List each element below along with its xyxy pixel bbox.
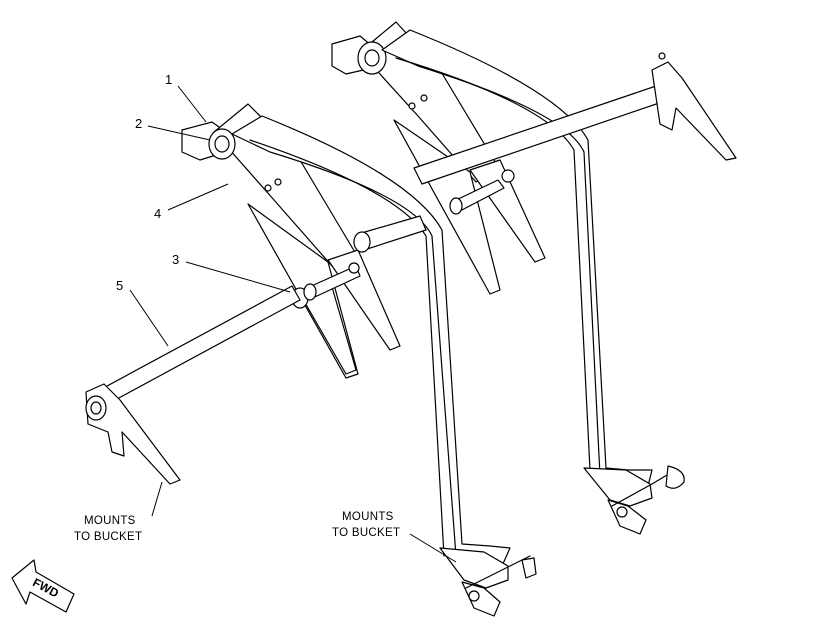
forward-arrow-icon: FWD bbox=[11, 559, 75, 613]
callout-1: 1 bbox=[165, 72, 207, 123]
note-line: TO BUCKET bbox=[74, 531, 142, 543]
note-line: TO BUCKET bbox=[332, 527, 400, 539]
note-line: MOUNTS bbox=[84, 515, 136, 527]
callout-label: 3 bbox=[172, 252, 179, 267]
callout-5: 5 bbox=[116, 278, 169, 347]
callout-label: 5 bbox=[116, 278, 123, 293]
note-left-mounts: MOUNTS TO BUCKET bbox=[74, 481, 163, 543]
rear-mount-assembly bbox=[331, 21, 737, 535]
note-center-mounts: MOUNTS TO BUCKET bbox=[332, 511, 457, 563]
callout-label: 2 bbox=[135, 116, 142, 131]
callout-label: 4 bbox=[154, 206, 161, 221]
front-mount-assembly bbox=[85, 103, 537, 617]
callout-2: 2 bbox=[135, 116, 211, 141]
callout-4: 4 bbox=[154, 183, 229, 221]
note-line: MOUNTS bbox=[342, 511, 394, 523]
callout-3: 3 bbox=[172, 252, 291, 293]
callout-label: 1 bbox=[165, 72, 172, 87]
